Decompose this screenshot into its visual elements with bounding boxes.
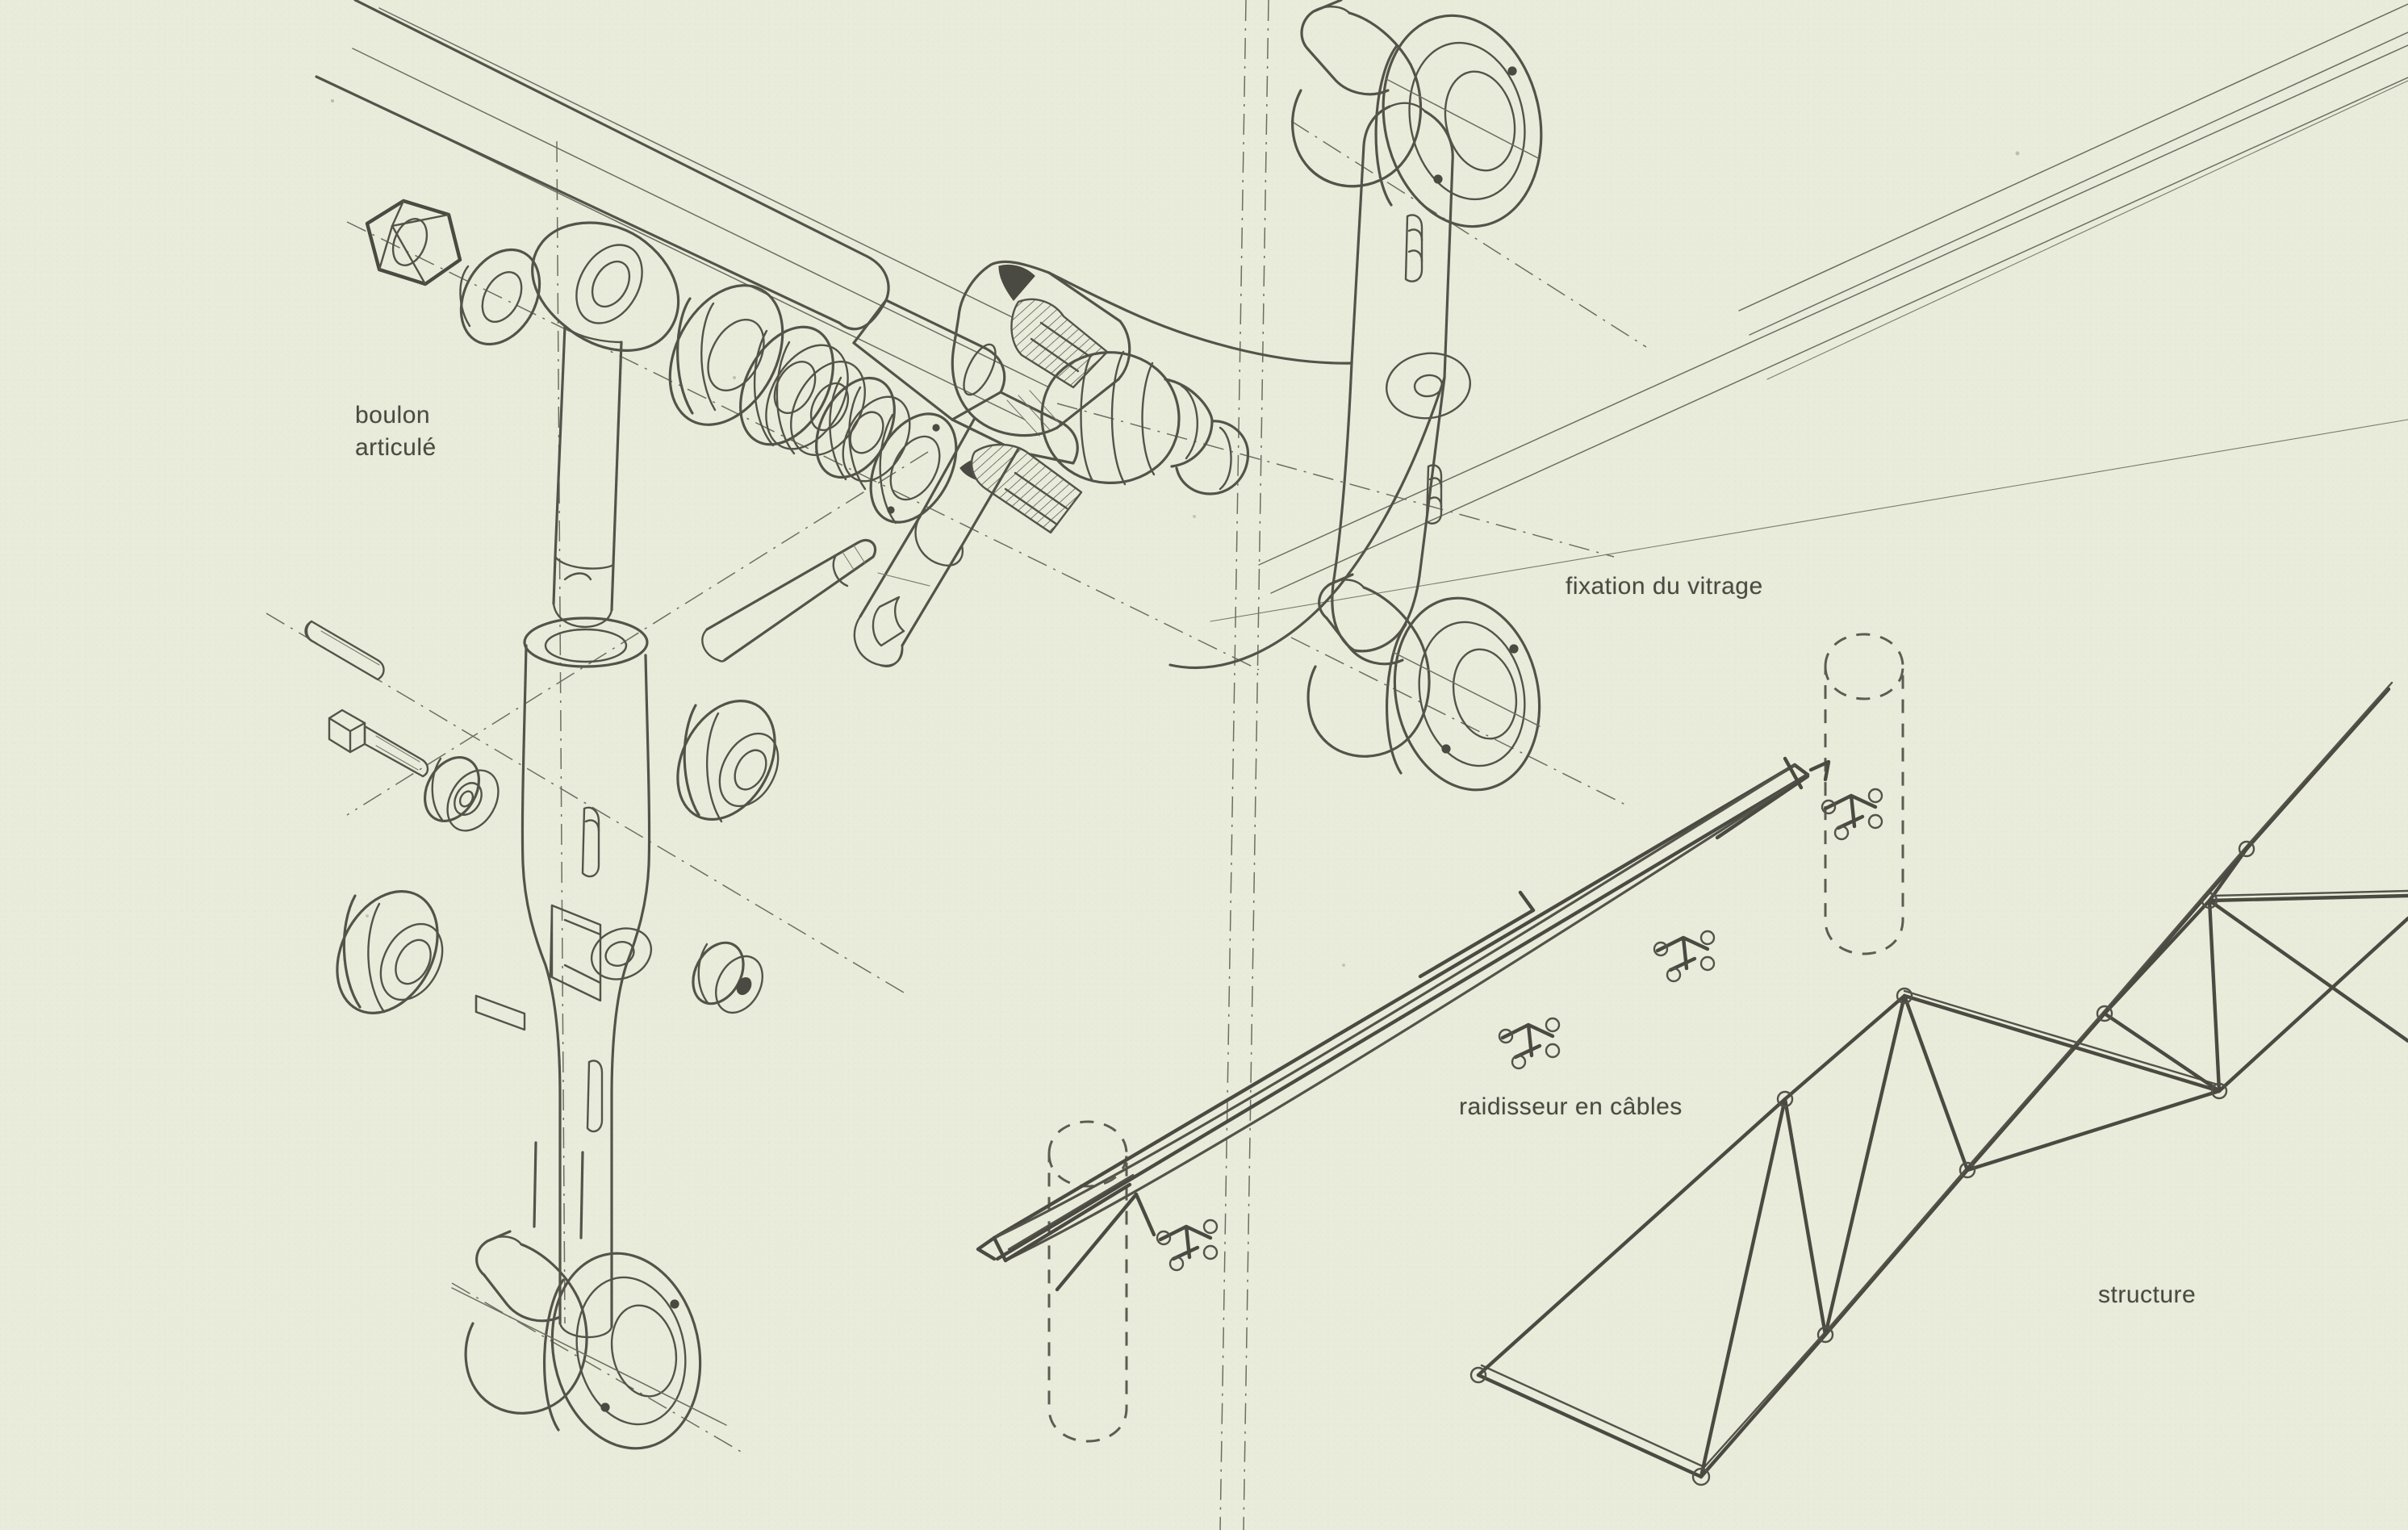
assembly-axis-centrelines — [265, 120, 1647, 1453]
space-truss — [1469, 681, 2408, 1486]
glazing-fixing-top — [1291, 0, 1543, 228]
cross-node-fitting — [1156, 1219, 1219, 1272]
taper-pin — [701, 538, 877, 663]
mullion-centre-lines — [1219, 0, 1269, 1530]
glazing-fixing-middle — [1306, 573, 1541, 792]
cross-node-fitting — [1498, 1017, 1561, 1070]
label-raidisseur-en-cables: raidisseur en câbles — [1459, 1093, 1683, 1120]
upper-left-strut-tube — [315, 0, 1079, 465]
spool-bush-right — [676, 700, 780, 823]
spindle-body — [474, 617, 652, 1339]
spring-washer-stack — [739, 325, 866, 457]
flat-washer — [459, 248, 541, 346]
plug-bush — [692, 941, 763, 1014]
large-disc-washer — [668, 284, 784, 426]
cross-node-fitting — [1821, 788, 1883, 841]
small-bush — [423, 756, 500, 832]
paper-specks — [331, 99, 2020, 967]
cable-stiffener — [976, 633, 1904, 1443]
cross-node-fitting — [1653, 930, 1716, 983]
flanged-cup — [869, 412, 958, 525]
hex-nut — [365, 199, 462, 286]
rod-end-eye — [531, 221, 680, 628]
label-structure: structure — [2098, 1281, 2197, 1308]
glazing-fixing-bottom — [451, 1141, 727, 1450]
spherical-bearing-knuckle — [1040, 350, 1250, 495]
cut-bush-section — [872, 596, 905, 647]
hex-bolt — [328, 709, 429, 778]
spider-casting — [853, 102, 1471, 669]
spool-bush-left — [336, 890, 444, 1014]
label-boulon-articule: boulon articulé — [355, 402, 437, 461]
label-fixation-du-vitrage: fixation du vitrage — [1566, 573, 1763, 600]
dowel-pin — [304, 620, 385, 681]
